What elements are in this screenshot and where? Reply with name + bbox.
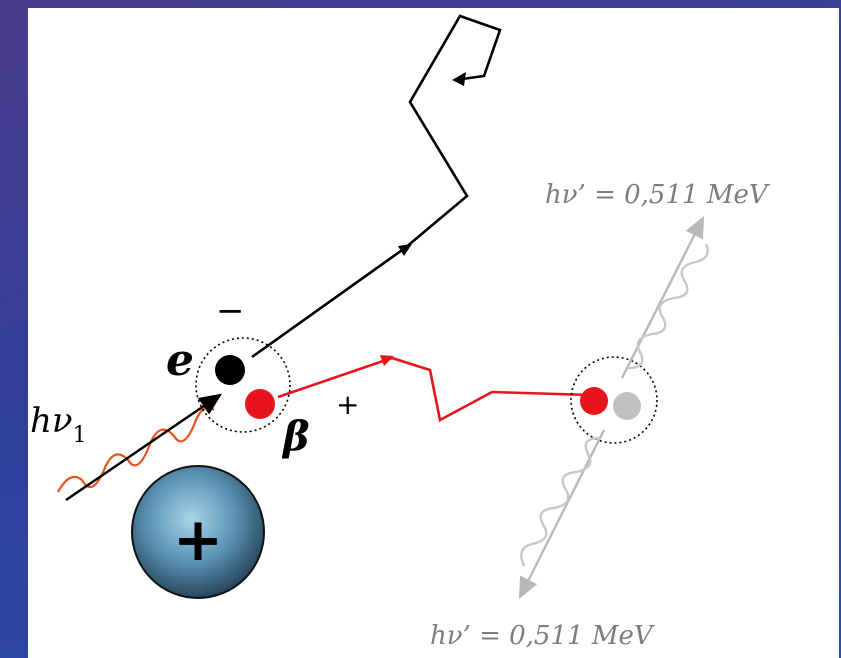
annihilation-positron-dot	[580, 387, 608, 415]
pair-creation-site	[195, 337, 291, 433]
incident-photon-subscript: 1	[73, 423, 87, 448]
positron-charge: +	[336, 388, 359, 421]
annihilation-photon-down-arrow	[518, 429, 606, 600]
annihilation-photon-down-wave	[520, 436, 601, 567]
annihilation-photon-bottom-label: hν’ = 0,511 MeV	[430, 621, 655, 651]
annihilation-photon-up-wave	[627, 243, 709, 370]
positron-symbol: β	[281, 413, 310, 460]
nucleus: +	[131, 465, 265, 599]
electron-dot	[215, 355, 245, 385]
annihilation-photon-top-label: hν’ = 0,511 MeV	[545, 180, 770, 210]
incident-photon-label-text: hν	[30, 401, 73, 441]
electron-track-arrowhead	[398, 244, 412, 256]
incident-photon-wave	[57, 406, 215, 493]
annihilation-site	[570, 356, 658, 444]
positron-track	[277, 356, 591, 422]
electron-track	[251, 14, 502, 359]
incident-photon-arrow	[65, 393, 223, 502]
electron-charge: −	[216, 291, 245, 331]
annihilation-photon-up-arrow	[620, 215, 705, 379]
electron-track-end-arrowhead	[452, 72, 466, 86]
nucleus-charge: +	[173, 505, 223, 575]
incident-photon-label: hν1	[30, 401, 87, 448]
annihilation-electron-dot	[613, 392, 641, 420]
electron-symbol: e	[166, 335, 194, 386]
positron-dot	[245, 389, 275, 419]
positron-track-arrowhead	[380, 355, 394, 366]
